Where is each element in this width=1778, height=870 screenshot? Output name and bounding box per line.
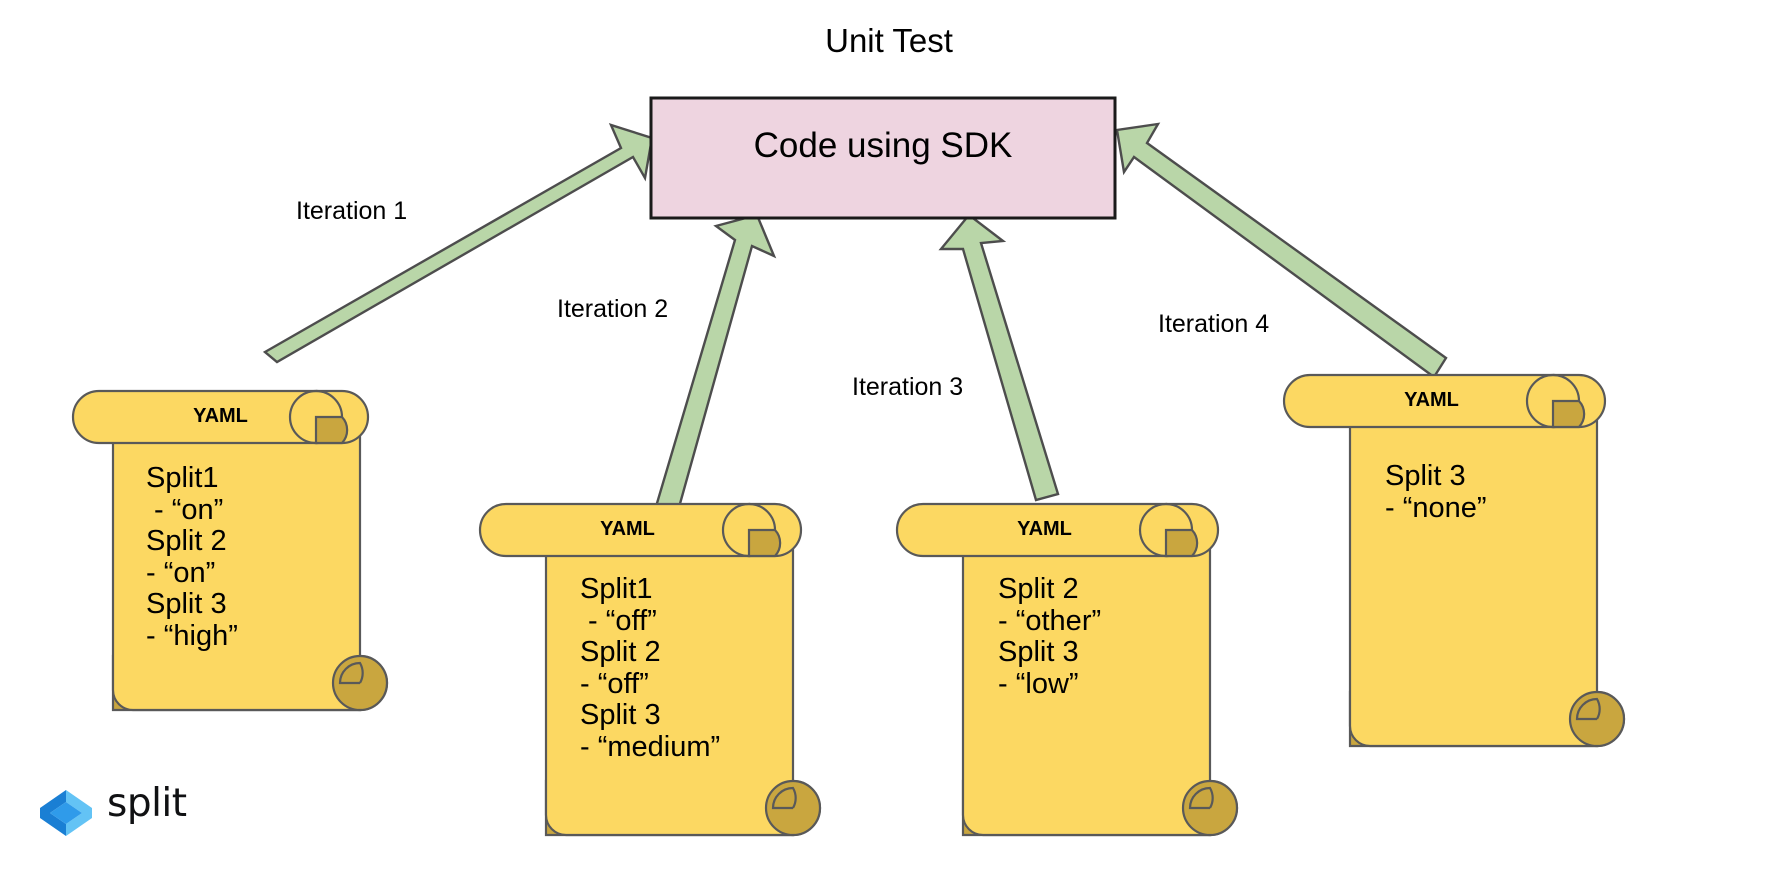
arrow-iteration-2 xyxy=(653,213,777,520)
yaml-document-2[interactable] xyxy=(478,502,822,837)
yaml-document-1[interactable] xyxy=(71,389,389,712)
split-logo: split xyxy=(36,781,187,826)
yaml-document-2-content: Split1 - “off” Split 2 - “off” Split 3 -… xyxy=(580,573,721,764)
page-title: Unit Test xyxy=(825,22,953,59)
edge-label-iteration-2: Iteration 2 xyxy=(557,295,669,323)
yaml-document-3-title: YAML xyxy=(1017,518,1072,540)
split-logo-icon xyxy=(40,790,92,836)
yaml-document-3[interactable] xyxy=(895,502,1239,837)
yaml-document-1-title: YAML xyxy=(193,405,248,427)
arrow-iteration-1 xyxy=(262,123,654,364)
split-wordmark: split xyxy=(107,781,187,826)
center-node-box[interactable] xyxy=(649,96,1117,220)
yaml-document-1-content: Split1 - “on” Split 2 - “on” Split 3 - “… xyxy=(146,462,238,653)
arrow-iteration-3 xyxy=(938,213,1060,502)
edge-label-iteration-4: Iteration 4 xyxy=(1158,310,1270,338)
yaml-document-3-content: Split 2 - “other” Split 3 - “low” xyxy=(998,573,1102,700)
yaml-document-2-title: YAML xyxy=(600,518,655,540)
edge-label-iteration-3: Iteration 3 xyxy=(852,373,964,401)
yaml-document-4[interactable] xyxy=(1282,373,1626,748)
center-node-label: Code using SDK xyxy=(753,126,1013,165)
yaml-document-4-title: YAML xyxy=(1404,389,1459,411)
arrow-iteration-4 xyxy=(1115,122,1448,379)
edge-label-iteration-1: Iteration 1 xyxy=(296,197,408,225)
yaml-document-4-content: Split 3 - “none” xyxy=(1385,460,1487,524)
